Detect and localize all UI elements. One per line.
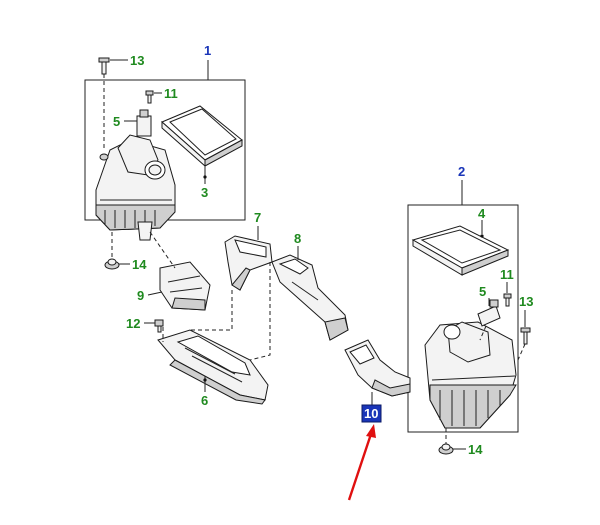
callout-13-right[interactable]: 13 — [519, 294, 533, 309]
left-maf-sensor — [136, 109, 152, 137]
intake-duct-7 — [224, 235, 273, 291]
callout-6[interactable]: 6 — [201, 393, 208, 408]
left-air-filter-element — [161, 105, 243, 168]
callout-7[interactable]: 7 — [254, 210, 261, 225]
assembly-label-2[interactable]: 2 — [458, 164, 465, 179]
callout-5-left[interactable]: 5 — [113, 114, 120, 129]
screw-12 — [154, 319, 164, 333]
leader-lines — [110, 59, 526, 450]
left-grommet-14 — [104, 232, 120, 270]
callout-11-right[interactable]: 11 — [500, 267, 514, 282]
left-screw-11 — [145, 90, 154, 104]
callout-3[interactable]: 3 — [201, 185, 208, 200]
right-maf-sensor — [477, 299, 501, 341]
callout-10-highlight[interactable]: 10 — [361, 404, 382, 423]
intake-duct-10 — [344, 339, 411, 397]
assembly-label-1[interactable]: 1 — [204, 43, 211, 58]
callout-14-right[interactable]: 14 — [468, 442, 483, 457]
lower-intake-duct-6 — [157, 329, 269, 405]
left-bolt-13 — [98, 57, 110, 150]
right-grommet-14 — [438, 428, 454, 455]
left-assembly-box — [84, 60, 246, 221]
callout-8[interactable]: 8 — [294, 231, 301, 246]
intake-bracket-9 — [149, 231, 211, 311]
callout-10-box — [361, 404, 382, 423]
right-assembly-box — [407, 180, 519, 433]
callout-4[interactable]: 4 — [478, 206, 486, 221]
right-air-filter-element — [411, 225, 510, 276]
assembly-guide-lines — [162, 262, 271, 361]
callout-5-right[interactable]: 5 — [479, 284, 486, 299]
right-bolt-13 — [517, 327, 531, 361]
left-air-cleaner-housing — [95, 134, 176, 241]
callout-13-left[interactable]: 13 — [130, 53, 144, 68]
intake-duct-8 — [271, 254, 349, 341]
callout-14-left[interactable]: 14 — [132, 257, 147, 272]
callout-9[interactable]: 9 — [137, 288, 144, 303]
red-pointer-arrow — [347, 424, 376, 501]
callout-10[interactable]: 10 — [364, 406, 378, 421]
right-screw-11 — [503, 293, 512, 307]
right-air-cleaner-housing — [424, 321, 517, 429]
callout-11-left[interactable]: 11 — [164, 86, 178, 101]
callout-12[interactable]: 12 — [126, 316, 140, 331]
